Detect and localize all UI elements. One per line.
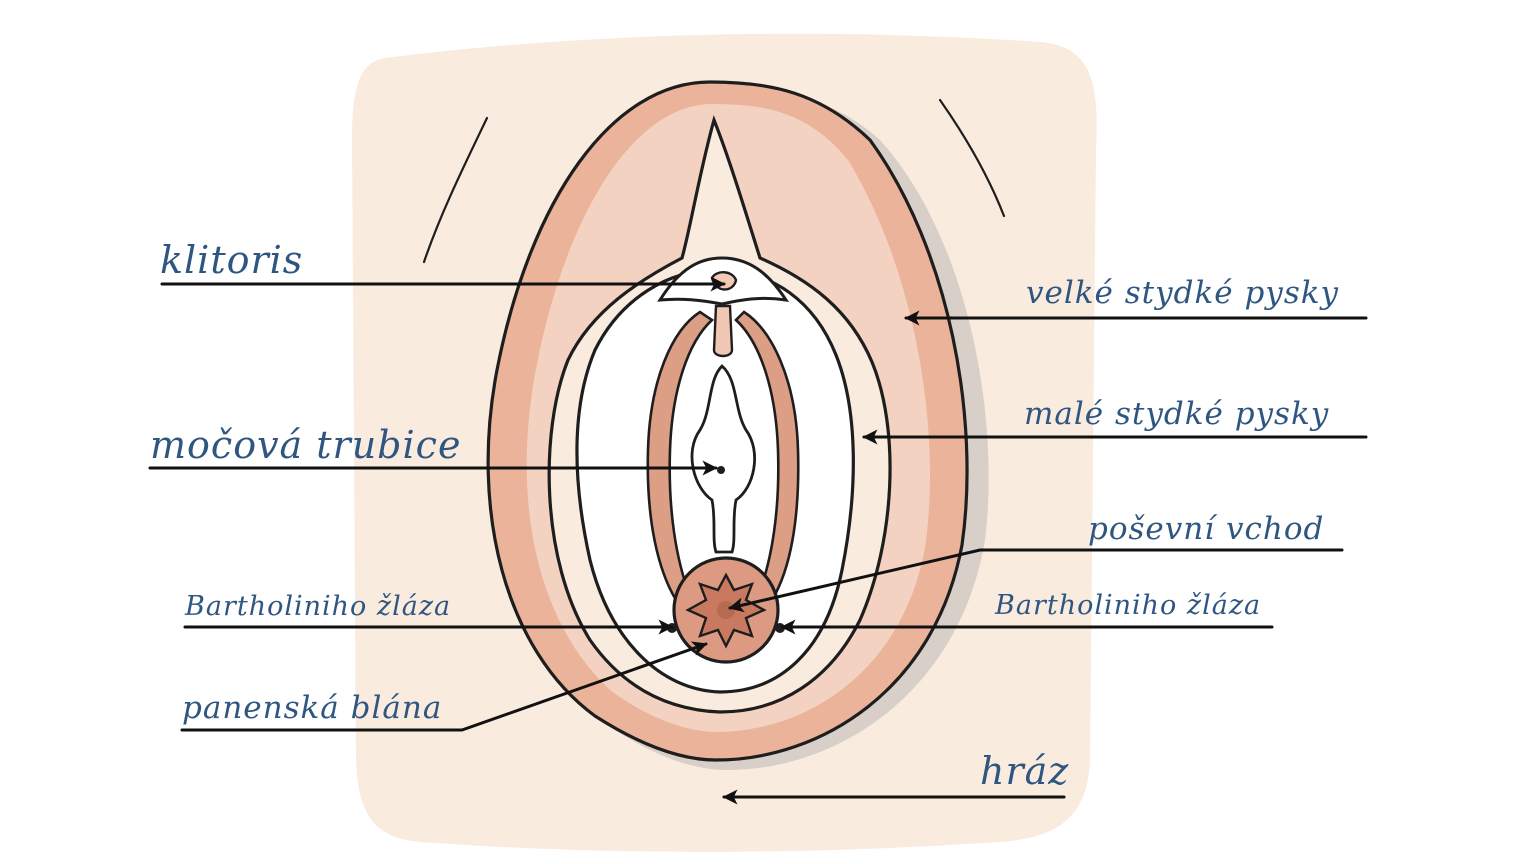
vestibule bbox=[690, 364, 756, 554]
clitoris-tip bbox=[710, 271, 738, 291]
label-velke-pysky: velké stydké pysky bbox=[1026, 275, 1339, 311]
urethral-opening bbox=[717, 466, 725, 474]
label-mocova-trubice: močová trubice bbox=[150, 423, 461, 467]
label-bartholin-right: Bartholiniho žláza bbox=[994, 590, 1261, 621]
left-thigh-line bbox=[422, 116, 489, 264]
label-bartholin-left: Bartholiniho žláza bbox=[184, 591, 451, 622]
label-klitoris: klitoris bbox=[160, 238, 303, 282]
label-posevni-vchod: poševní vchod bbox=[1088, 511, 1324, 547]
label-hraz: hráz bbox=[980, 749, 1069, 793]
label-male-pysky: malé stydké pysky bbox=[1024, 396, 1329, 432]
leader-posevni-vchod bbox=[728, 548, 1344, 613]
leader-panenska-blana bbox=[180, 641, 708, 732]
label-panenska-blana: panenská blána bbox=[182, 690, 442, 726]
frenulum bbox=[712, 304, 734, 358]
vaginal-opening-core bbox=[717, 601, 735, 619]
right-thigh-line bbox=[938, 98, 1006, 218]
